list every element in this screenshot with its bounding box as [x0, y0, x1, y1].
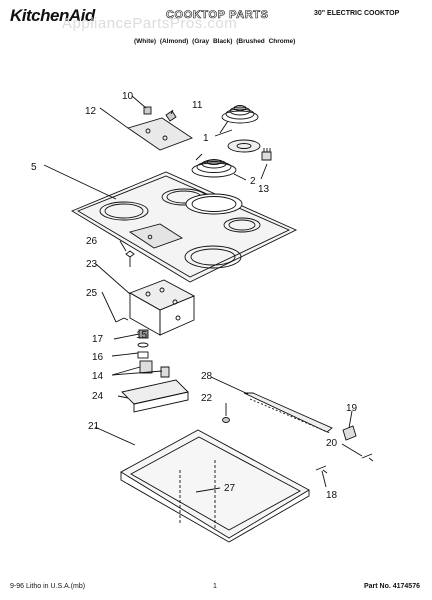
- callout-5: 5: [31, 162, 37, 173]
- callout-27: 27: [224, 483, 236, 494]
- callout-16: 16: [92, 352, 104, 363]
- callout-25: 25: [86, 288, 98, 299]
- product-subtitle: 30" ELECTRIC COOKTOP: [314, 10, 400, 17]
- part-24-panel: [121, 379, 189, 405]
- color-variants: (White) (Almond) (Gray Black) (Brushed C…: [134, 38, 296, 45]
- callout-24: 24: [92, 391, 104, 402]
- part-10-screw: [143, 106, 152, 115]
- callout-21: 21: [88, 421, 100, 432]
- callout-13: 13: [258, 184, 270, 195]
- callout-2: 2: [250, 176, 256, 187]
- part-22-screw: [222, 417, 230, 423]
- part-12-hole: [145, 128, 151, 134]
- part-5-cooktop: [71, 171, 298, 283]
- part-11-clip: [165, 110, 177, 122]
- page-title: COOKTOP PARTS: [166, 9, 269, 22]
- part-21-burner-box: [120, 429, 310, 543]
- callout-labels: 10 11 12 1 2 13 5 26 23 25 17 16 14 24 2…: [31, 91, 358, 501]
- part-13-receptacle: [261, 148, 272, 161]
- page-number: 1: [213, 583, 217, 590]
- part-16-spacer: [137, 351, 149, 359]
- part-12-bracket: [126, 117, 193, 151]
- callout-17: 17: [92, 334, 104, 345]
- part-14-switch: [139, 360, 153, 374]
- part-2-surface-element-small: [191, 153, 237, 178]
- part-26-spring: [125, 250, 135, 267]
- callout-22: 22: [201, 393, 213, 404]
- part-24-panel-side: [133, 391, 189, 413]
- part-1-surface-element-large: [219, 105, 261, 153]
- callout-19: 19: [346, 403, 358, 414]
- leader-lines: [43, 95, 363, 493]
- part-23-bracket: [128, 279, 196, 336]
- part-25-screw: [115, 317, 129, 323]
- part-20-screw: [361, 453, 374, 462]
- part-18-screw: [315, 465, 328, 474]
- part-15-washer: [137, 342, 149, 348]
- brand-logo: KitchenAid: [10, 6, 95, 25]
- part-14-knob: [160, 366, 170, 378]
- callout-20: 20: [326, 438, 338, 449]
- callout-28: 28: [201, 371, 213, 382]
- part-19-bracket: [342, 425, 357, 441]
- callout-23: 23: [86, 259, 98, 270]
- callout-1: 1: [203, 133, 209, 144]
- callout-26: 26: [86, 236, 98, 247]
- part-12-hole: [162, 135, 168, 141]
- callout-18: 18: [326, 490, 338, 501]
- callout-10: 10: [122, 91, 134, 102]
- callout-14: 14: [92, 371, 104, 382]
- callout-12: 12: [85, 106, 97, 117]
- litho-note: 9-96 Litho in U.S.A.(mb): [10, 583, 86, 590]
- part-28-rail: [243, 392, 333, 433]
- part-number: Part No. 4174576: [363, 583, 420, 590]
- diagram-drawing: [43, 95, 374, 543]
- callout-15: 15: [136, 330, 148, 341]
- callout-11: 11: [192, 100, 203, 111]
